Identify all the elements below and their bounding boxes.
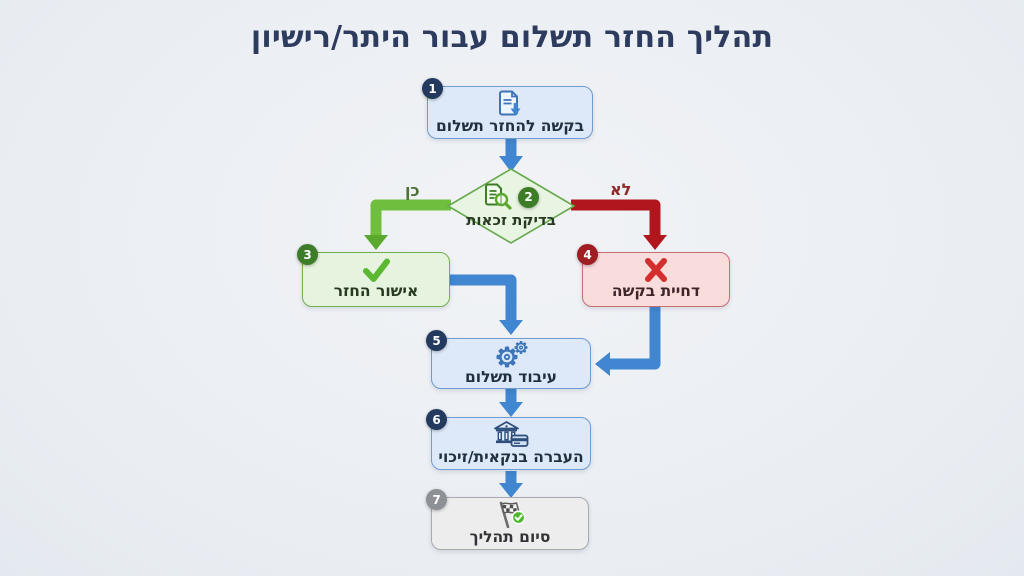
step-number-badge: 4 <box>577 244 598 265</box>
branch-label-no: לא <box>610 180 632 199</box>
page-title: תהליך החזר תשלום עבור היתר/רישיון <box>250 20 774 55</box>
step-label: בקשה להחזר תשלום <box>435 116 585 135</box>
decision-diamond-shape <box>446 168 576 244</box>
finish-flag-icon <box>499 501 526 529</box>
step-number-badge: 3 <box>297 244 318 265</box>
arrow-step5-to-step6 <box>499 389 523 417</box>
arrow-step4-to-step5 <box>595 305 661 376</box>
step-number-badge: 5 <box>426 330 447 351</box>
arrow-no-to-step4 <box>571 199 667 250</box>
step-eligibility-check: 2 בדיקת זכאות <box>451 175 571 237</box>
step-approve-refund: 3 אישור החזר <box>297 244 450 307</box>
bank-card-icon <box>494 421 529 447</box>
step-process-complete: 7 סיום תהליך <box>426 489 589 550</box>
arrow-step1-to-step2 <box>499 139 523 172</box>
step-label: אישור החזר <box>333 282 419 301</box>
step-bank-transfer: 6 העברה בנקאית/זיכוי <box>426 409 591 470</box>
step-request-refund: 1 בקשה להחזר תשלום <box>422 78 593 139</box>
step-payment-processing: 5 <box>426 330 591 389</box>
step-reject-request: 4 דחיית בקשה <box>577 244 730 307</box>
document-search-icon <box>485 183 512 210</box>
gears-icon <box>496 340 528 368</box>
step-number-badge: 1 <box>422 78 443 99</box>
step-label: דחיית בקשה <box>611 282 701 301</box>
x-mark-icon <box>645 258 667 283</box>
arrow-step6-to-step7 <box>499 471 523 498</box>
step-label: סיום תהליך <box>469 528 551 547</box>
checkmark-icon <box>363 258 390 283</box>
step-number-badge: 6 <box>426 409 447 430</box>
step-label: עיבוד תשלום <box>465 367 558 386</box>
step-label: העברה בנקאית/זיכוי <box>438 448 584 467</box>
arrow-step3-to-step5 <box>449 274 523 335</box>
step-number-badge: 2 <box>518 186 539 208</box>
document-download-icon <box>499 90 521 116</box>
step-label: בדיקת זכאות <box>466 211 556 229</box>
branch-label-yes: כן <box>405 181 420 200</box>
step-number-badge: 7 <box>426 489 447 510</box>
arrow-yes-to-step3 <box>364 199 451 250</box>
